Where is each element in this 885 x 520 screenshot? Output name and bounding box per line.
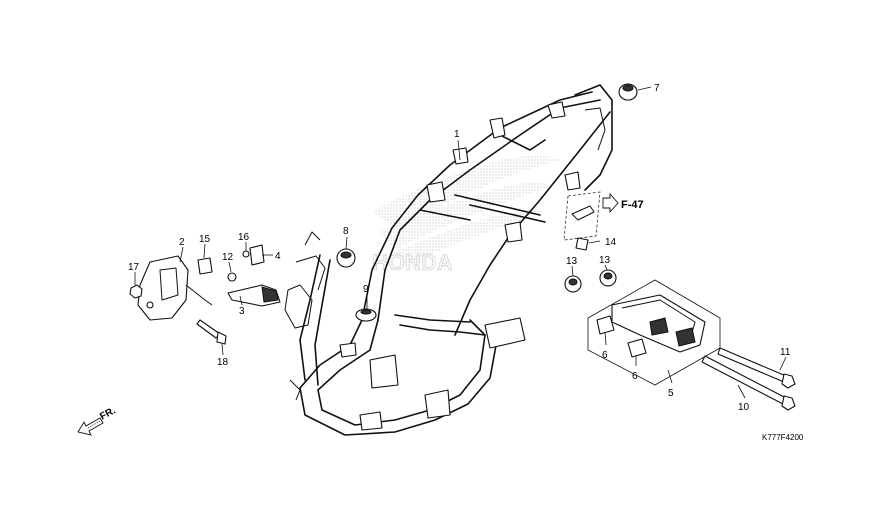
engine-hanger-part-5 — [587, 279, 721, 386]
part-label-3: 3 — [239, 306, 245, 317]
reference-arrow-icon — [602, 192, 619, 214]
part-label-12: 12 — [222, 252, 234, 263]
part-label-1: 1 — [454, 129, 460, 140]
clip-part-4 — [249, 244, 265, 266]
part-label-9: 9 — [363, 284, 369, 295]
part-label-11: 11 — [780, 347, 791, 358]
part-label-6b: 6 — [632, 371, 638, 382]
reference-label: F-47 — [621, 199, 644, 211]
honda-watermark-text: HONDA — [372, 250, 453, 275]
part-label-4: 4 — [275, 251, 281, 262]
bolt-part-10 — [701, 355, 796, 411]
reference-area — [563, 191, 601, 241]
grommet-part-7 — [618, 83, 638, 101]
part-label-13a: 13 — [566, 256, 578, 267]
part-label-18: 18 — [217, 357, 229, 368]
front-direction-label: FR. — [98, 405, 118, 422]
bolt-part-12 — [227, 272, 237, 282]
leader-lines — [134, 86, 787, 399]
part-label-14: 14 — [605, 237, 617, 248]
part-label-7: 7 — [654, 83, 660, 94]
cap-part-8 — [336, 248, 356, 268]
front-direction-indicator: FR. — [77, 405, 118, 436]
collar-part-13b — [599, 269, 617, 287]
grommet-part-9 — [355, 308, 377, 322]
nut-part-17 — [129, 284, 143, 299]
reference-f47[interactable]: F-47 — [602, 192, 644, 214]
collar-part-13a — [564, 275, 582, 293]
bolt-part-11 — [717, 347, 796, 389]
bolt-part-18 — [196, 319, 227, 345]
part-label-10: 10 — [738, 402, 750, 413]
bushing-part-6b — [627, 338, 647, 358]
part-label-2: 2 — [179, 237, 185, 248]
part-numbers: 1 2 3 4 5 6 6 7 8 9 10 11 12 13 13 14 15… — [128, 83, 791, 413]
part-label-17: 17 — [128, 262, 140, 273]
part-label-8: 8 — [343, 226, 349, 237]
bolt-part-14 — [575, 237, 589, 251]
part-label-16: 16 — [238, 232, 250, 243]
clip-part-15 — [197, 257, 213, 275]
part-label-5: 5 — [668, 388, 674, 399]
part-label-6a: 6 — [602, 350, 608, 361]
part-label-13b: 13 — [599, 255, 611, 266]
stay-part-3 — [227, 284, 281, 307]
part-label-15: 15 — [199, 234, 211, 245]
bushing-part-6a — [596, 315, 615, 335]
clip-part-16 — [242, 250, 250, 258]
main-frame-body — [284, 84, 613, 436]
diagram-code: K777F4200 — [762, 433, 804, 442]
